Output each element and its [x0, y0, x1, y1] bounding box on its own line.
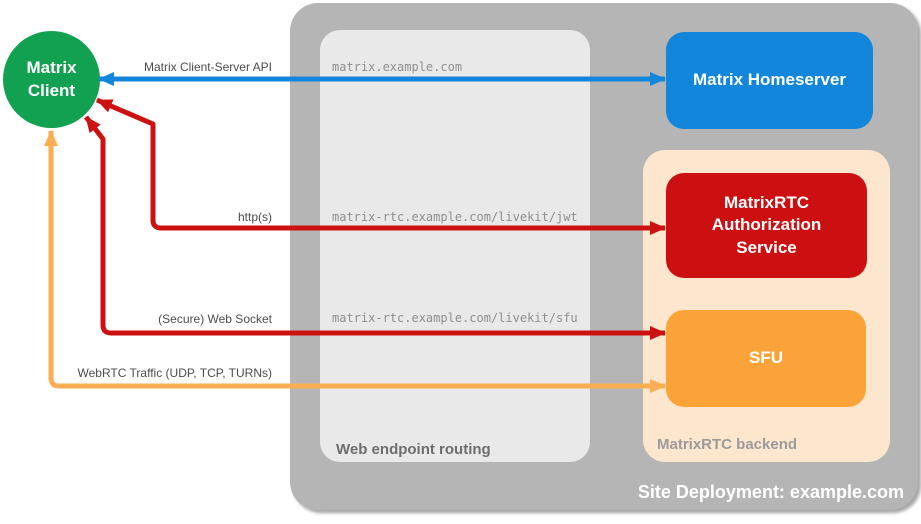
sfu-label: SFU [749, 348, 783, 368]
webrtc-edge-label: WebRTC Traffic (UDP, TCP, TURNs) [77, 366, 273, 380]
matrixrtc-backend-caption: MatrixRTC backend [657, 436, 798, 453]
matrixrtc-authorization-service-node: MatrixRTC Authorization Service [666, 173, 867, 278]
matrix-client-node: Matrix Client [3, 31, 100, 128]
web-endpoint-routing-container [320, 30, 590, 462]
sfu-node: SFU [666, 310, 866, 407]
client-server-api-edge-label: Matrix Client-Server API [143, 60, 272, 74]
matrix-homeserver-node: Matrix Homeserver [666, 32, 873, 129]
endpoint-livekit-sfu: matrix-rtc.example.com/livekit/sfu [332, 311, 578, 325]
matrix-homeserver-label: Matrix Homeserver [692, 70, 847, 90]
web-endpoint-routing-caption: Web endpoint routing [336, 441, 491, 458]
endpoint-livekit-jwt: matrix-rtc.example.com/livekit/jwt [332, 210, 578, 224]
matrix-client-label: Matrix Client [26, 58, 77, 100]
site-deployment-caption: Site Deployment: example.com [637, 482, 904, 502]
matrixrtc-authorization-service-label: MatrixRTC Authorization Service [711, 193, 822, 257]
websocket-edge-label: (Secure) Web Socket [158, 312, 272, 326]
endpoint-matrix-example-com: matrix.example.com [332, 60, 463, 74]
https-edge-label: http(s) [237, 210, 272, 224]
